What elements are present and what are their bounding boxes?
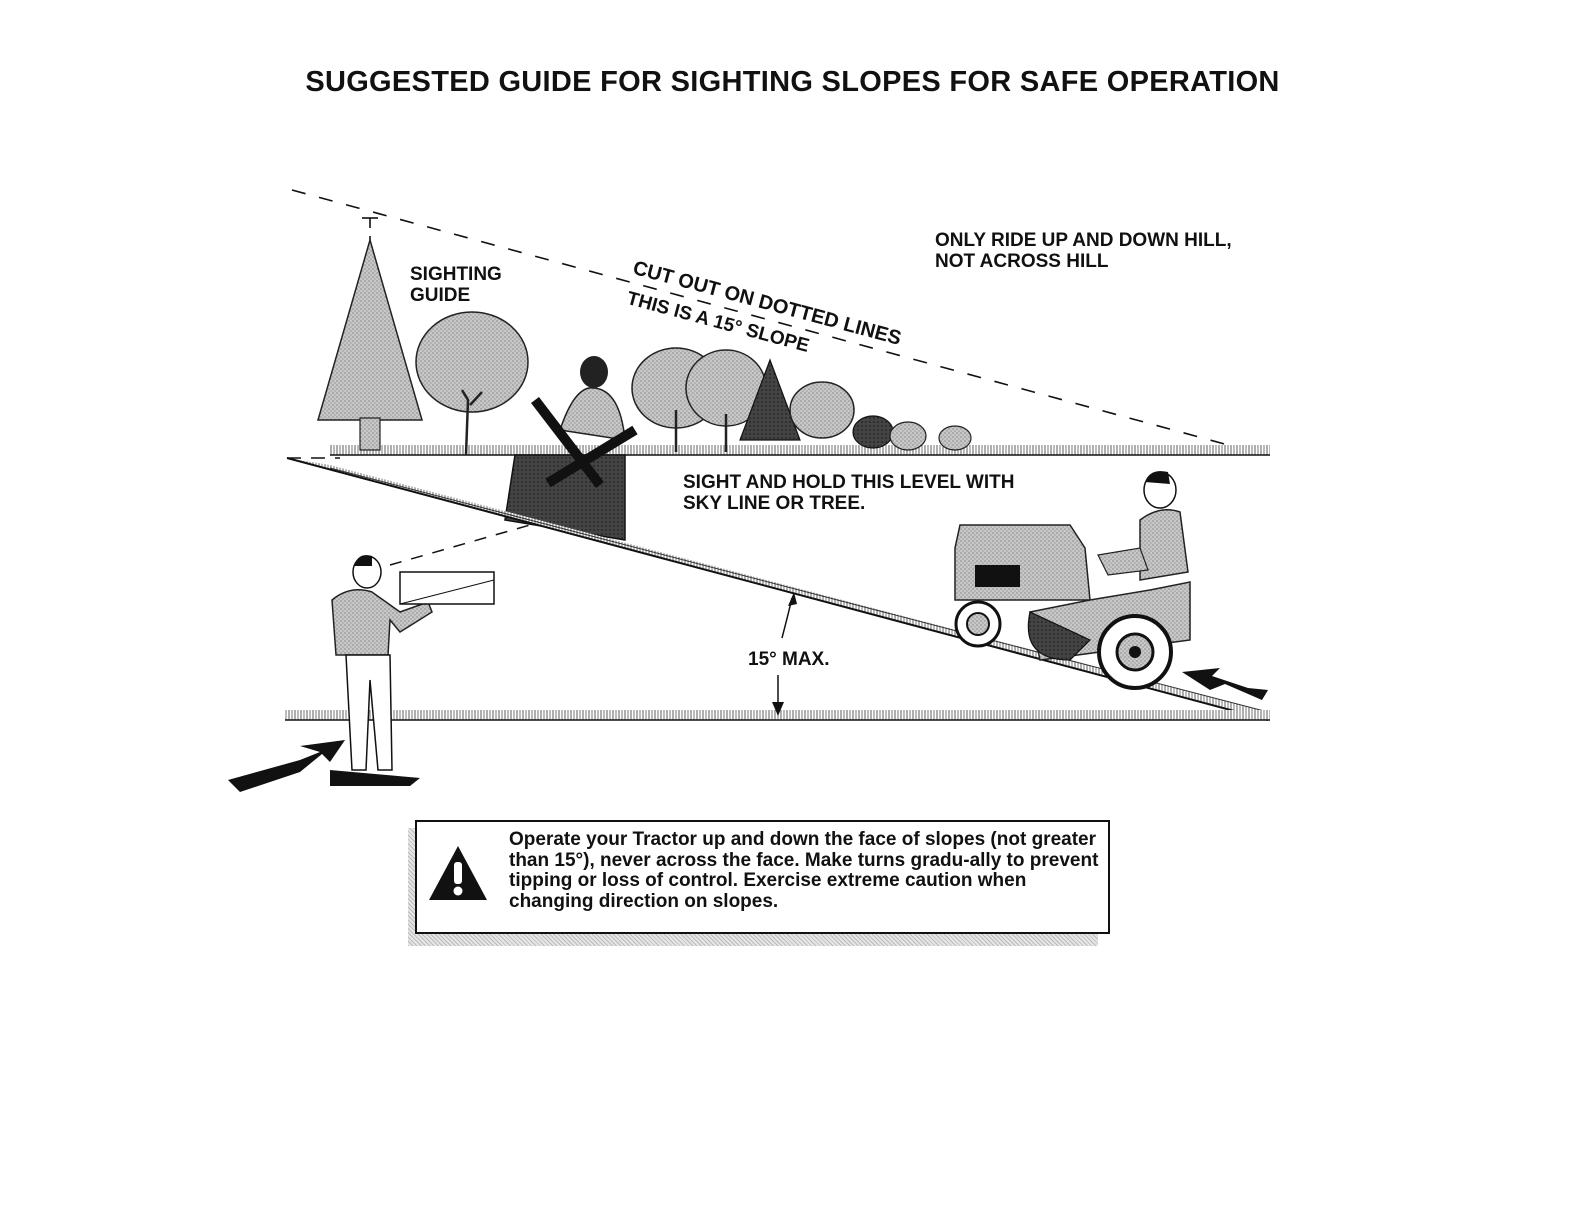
man-sighting [330, 524, 531, 786]
horizon-grass [330, 445, 1270, 455]
dark-pine-tree [739, 358, 801, 441]
round-tree-1 [415, 311, 529, 456]
max-angle-label: 15° MAX. [748, 649, 830, 670]
bushes [852, 415, 972, 451]
warning-triangle-icon [429, 846, 487, 900]
tractor-on-slope [954, 471, 1191, 690]
ride-note-label: ONLY RIDE UP AND DOWN HILL, NOT ACROSS H… [935, 230, 1232, 272]
uphill-arrow [1182, 668, 1268, 700]
warning-text: Operate your Tractor up and down the fac… [509, 829, 1099, 912]
round-tree-4 [789, 381, 855, 439]
sight-hold-line2: SKY LINE OR TREE. [683, 493, 866, 514]
sighting-guide-label: SIGHTING GUIDE [410, 264, 502, 306]
warning-box: Operate your Tractor up and down the fac… [415, 820, 1110, 934]
sighting-guide-line2: GUIDE [410, 285, 471, 306]
sighting-dashed-line [291, 189, 1266, 456]
sight-hold-label: SIGHT AND HOLD THIS LEVEL WITH SKY LINE … [683, 472, 1014, 514]
sighting-guide-line1: SIGHTING [410, 264, 502, 285]
crossed-out-tractor [504, 356, 638, 541]
ride-note-line2: NOT ACROSS HILL [935, 251, 1109, 272]
ground-grass [285, 710, 1270, 720]
pine-tree-left [317, 237, 423, 451]
ride-note-line1: ONLY RIDE UP AND DOWN HILL, [935, 230, 1232, 251]
sight-hold-line1: SIGHT AND HOLD THIS LEVEL WITH [683, 472, 1015, 493]
walk-direction-arrow [228, 740, 345, 792]
page-title: SUGGESTED GUIDE FOR SIGHTING SLOPES FOR … [305, 66, 1280, 98]
